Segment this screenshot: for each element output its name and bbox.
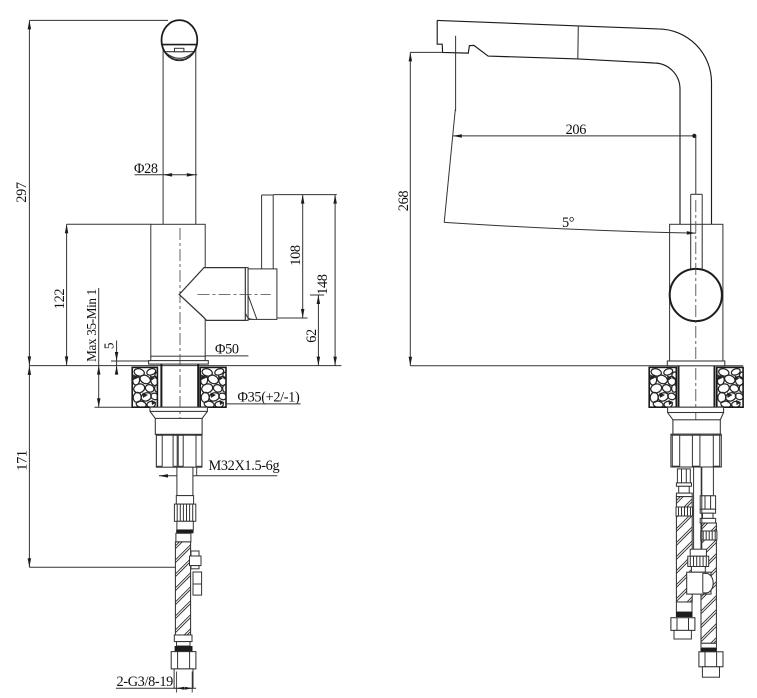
svg-text:108: 108 [288, 245, 304, 266]
svg-text:2-G3/8-19: 2-G3/8-19 [117, 674, 174, 690]
svg-text:206: 206 [566, 122, 587, 138]
svg-text:5: 5 [102, 342, 117, 349]
svg-text:Max 35-Min 1: Max 35-Min 1 [84, 289, 99, 362]
svg-text:Φ35(+2/-1): Φ35(+2/-1) [238, 390, 300, 406]
svg-text:Φ50: Φ50 [215, 342, 239, 358]
svg-text:M32X1.5-6g: M32X1.5-6g [209, 458, 280, 474]
svg-text:148: 148 [315, 274, 331, 295]
svg-text:62: 62 [304, 329, 320, 343]
svg-text:5°: 5° [562, 215, 575, 231]
svg-text:171: 171 [14, 450, 30, 471]
svg-text:122: 122 [52, 289, 68, 310]
svg-text:268: 268 [396, 191, 412, 212]
svg-text:297: 297 [14, 182, 30, 203]
svg-text:Φ28: Φ28 [134, 161, 158, 177]
